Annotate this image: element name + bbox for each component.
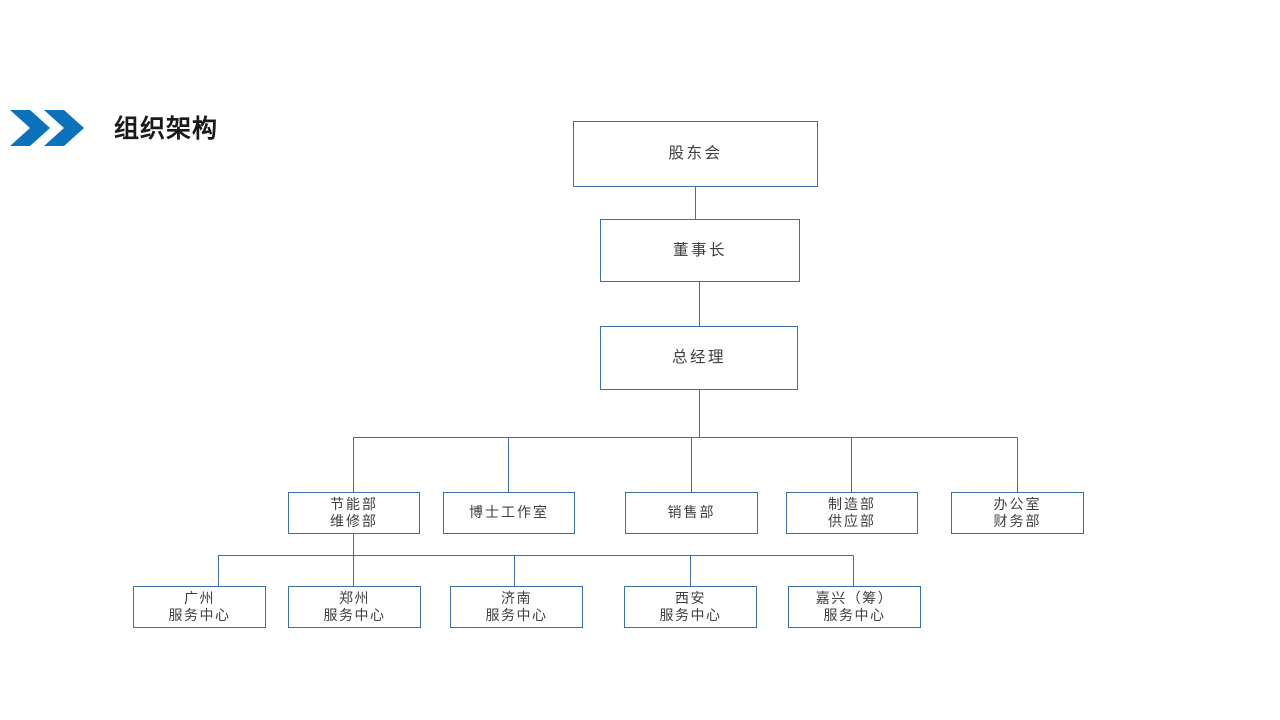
org-node-label: 总经理 xyxy=(671,349,726,367)
org-node-dept-energy-maintenance[interactable]: 节能部 维修部 xyxy=(288,492,420,534)
org-node-label-line1: 销售部 xyxy=(667,504,716,521)
org-node-label-line1: 博士工作室 xyxy=(469,504,549,521)
org-node-service-center-zhengzhou[interactable]: 郑州 服务中心 xyxy=(288,586,421,628)
org-node-service-center-guangzhou[interactable]: 广州 服务中心 xyxy=(133,586,266,628)
org-node-label-line2: 服务中心 xyxy=(168,607,231,623)
org-node-service-center-jiaxing[interactable]: 嘉兴（筹） 服务中心 xyxy=(788,586,921,628)
org-node-label-line2: 供应部 xyxy=(828,513,876,529)
org-node-label-line2: 服务中心 xyxy=(323,607,386,623)
org-node-label-line2: 维修部 xyxy=(330,513,378,529)
org-node-label-line1: 制造部 xyxy=(828,495,876,512)
org-node-dept-sales[interactable]: 销售部 xyxy=(625,492,758,534)
org-node-label-line2: 服务中心 xyxy=(659,607,722,623)
org-node-chairman[interactable]: 董事长 xyxy=(600,219,800,282)
page-title: 组织架构 xyxy=(114,115,219,143)
double-chevron-right-icon xyxy=(8,108,84,148)
org-node-label-line1: 济南 xyxy=(501,589,532,606)
org-node-general-manager[interactable]: 总经理 xyxy=(600,326,798,390)
org-node-label-line1: 嘉兴（筹） xyxy=(815,589,894,606)
org-node-label: 董事长 xyxy=(672,241,727,259)
org-node-label-line1: 节能部 xyxy=(330,495,378,512)
org-node-label-line1: 办公室 xyxy=(993,495,1042,512)
org-node-dept-manufacturing-supply[interactable]: 制造部 供应部 xyxy=(786,492,918,534)
org-node-label-line2: 财务部 xyxy=(993,513,1042,529)
org-node-label-line2: 服务中心 xyxy=(823,607,886,623)
org-node-dept-office-finance[interactable]: 办公室 财务部 xyxy=(951,492,1084,534)
org-node-label-line1: 广州 xyxy=(184,589,215,606)
page-header: 组织架构 xyxy=(0,50,1280,146)
org-node-dept-doctoral-studio[interactable]: 博士工作室 xyxy=(443,492,575,534)
org-node-label-line1: 郑州 xyxy=(339,589,370,606)
org-node-label-line1: 西安 xyxy=(675,589,706,606)
org-node-service-center-jinan[interactable]: 济南 服务中心 xyxy=(450,586,583,628)
org-node-shareholders[interactable]: 股东会 xyxy=(573,121,818,187)
org-node-label: 股东会 xyxy=(668,145,723,163)
org-node-service-center-xian[interactable]: 西安 服务中心 xyxy=(624,586,757,628)
org-node-label-line2: 服务中心 xyxy=(485,607,548,623)
